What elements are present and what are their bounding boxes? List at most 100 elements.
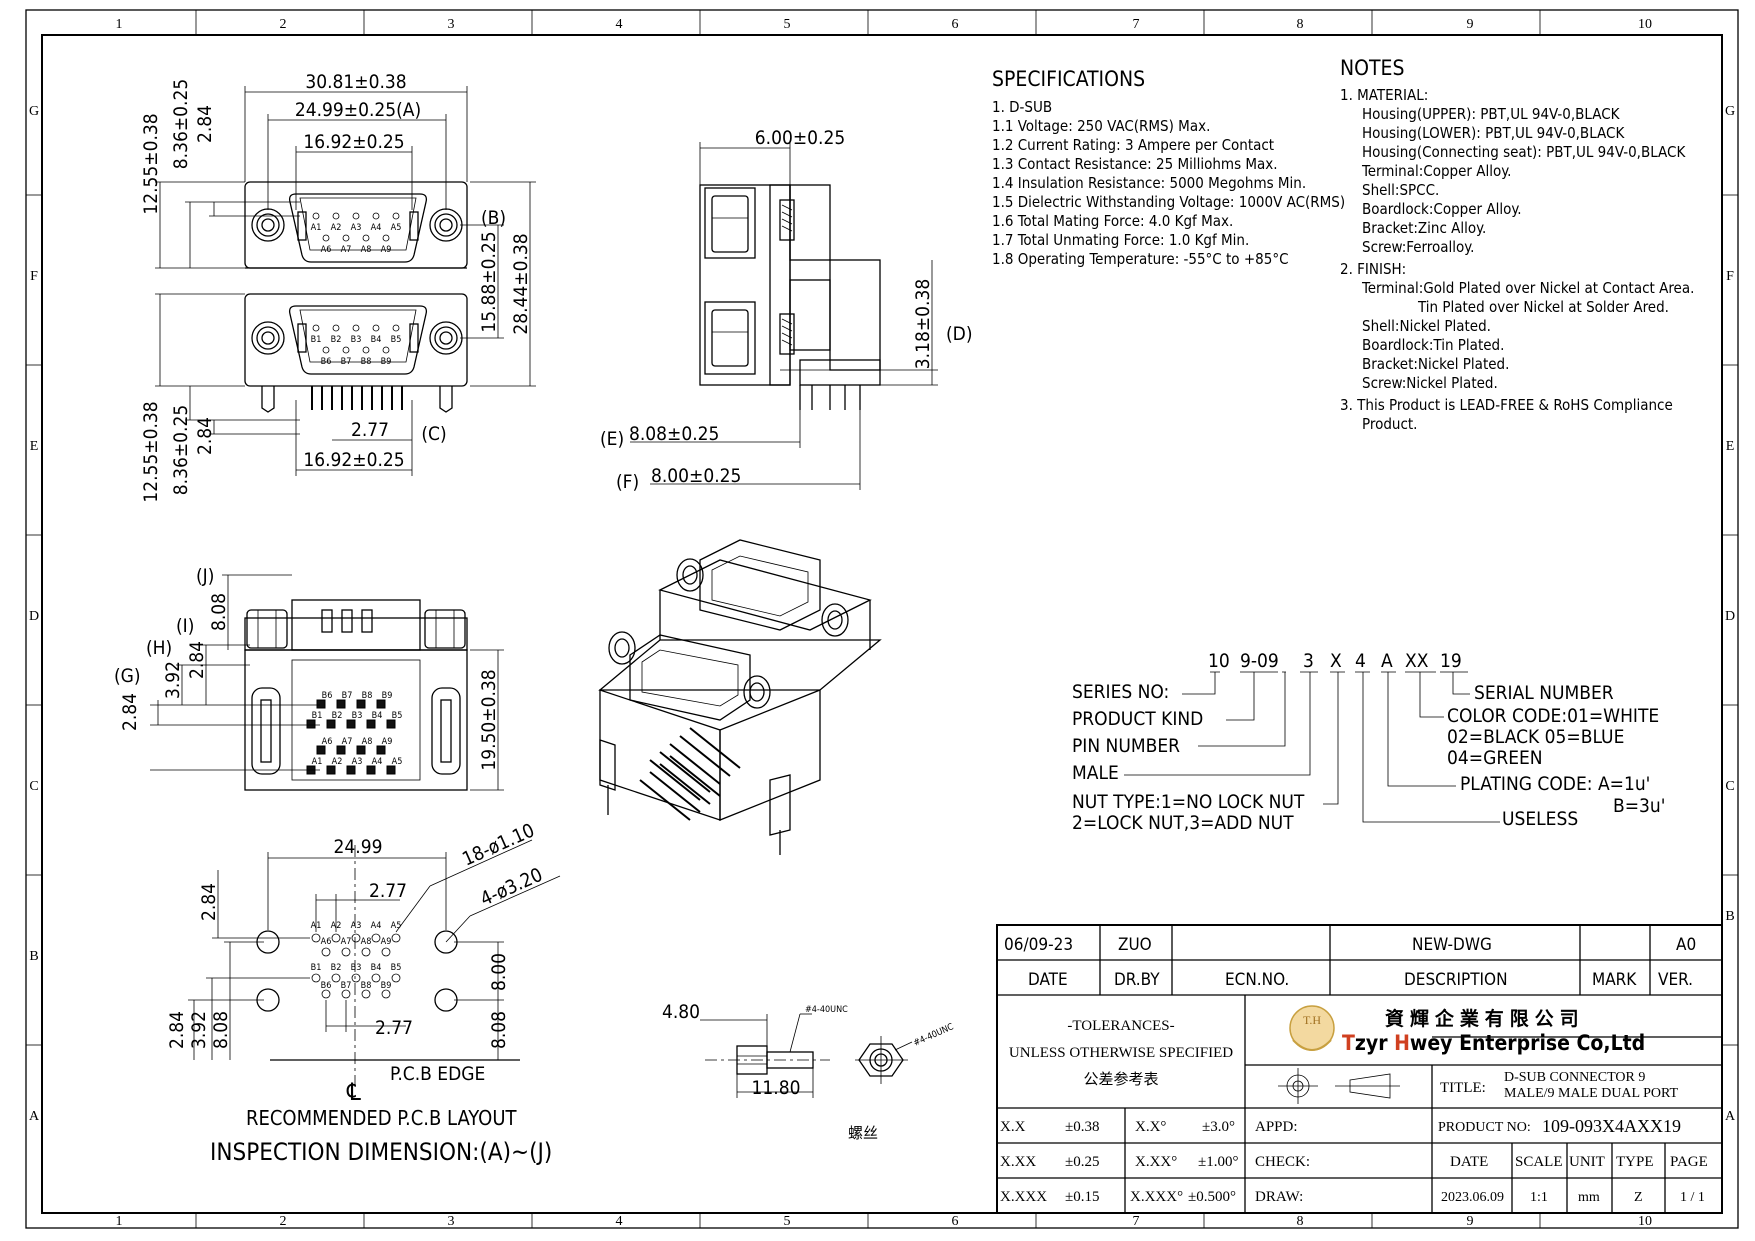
svg-text:P.C.B EDGE: P.C.B EDGE — [390, 1063, 485, 1085]
side-view — [699, 184, 881, 410]
svg-text:B8: B8 — [362, 691, 373, 701]
bottom-pins — [306, 699, 396, 775]
svg-text:RECOMMENDED P.C.B LAYOUT: RECOMMENDED P.C.B LAYOUT — [246, 1106, 518, 1130]
svg-text:X.X°: X.X° — [1135, 1119, 1166, 1135]
svg-text:UNIT: UNIT — [1569, 1154, 1605, 1170]
svg-text:(G): (G) — [114, 665, 141, 687]
side-dim-text: 6.00±0.25 3.18±0.38 (D) (E) 8.08±0.25 (F… — [600, 127, 973, 493]
svg-text:A5: A5 — [392, 757, 403, 767]
svg-text:X.XXX°: X.XXX° — [1130, 1189, 1183, 1205]
svg-text:B3: B3 — [351, 963, 362, 973]
svg-text:B7: B7 — [341, 981, 352, 991]
svg-text:G: G — [29, 104, 39, 119]
svg-text:A8: A8 — [361, 937, 372, 947]
inner-frame — [41, 34, 1723, 1214]
svg-text:30.81±0.38: 30.81±0.38 — [305, 71, 406, 93]
svg-text:3.92: 3.92 — [188, 1011, 210, 1049]
svg-text:Terminal:Gold Plated over N: Terminal:Gold Plated over Nickel at Cont… — [1361, 279, 1694, 297]
svg-text:PRODUCT NO:: PRODUCT NO: — [1438, 1120, 1531, 1135]
svg-text:(D): (D) — [946, 323, 973, 345]
svg-text:8: 8 — [1297, 17, 1304, 32]
svg-text:2.84: 2.84 — [186, 641, 208, 679]
svg-text:A9: A9 — [382, 737, 393, 747]
svg-text:9-09: 9-09 — [1240, 650, 1279, 672]
svg-text:A: A — [1725, 1109, 1736, 1124]
svg-text:4: 4 — [1355, 650, 1366, 672]
svg-text:A4: A4 — [371, 223, 382, 233]
svg-text:NUT TYPE:1=NO LOCK NUT: NUT TYPE:1=NO LOCK NUT — [1072, 791, 1305, 813]
svg-text:B7: B7 — [341, 357, 352, 367]
specifications: SPECIFICATIONS 1. D-SUB 1.1 Voltage: 250… — [992, 67, 1345, 268]
pcb-dim-text: 24.99 2.77 2.77 18-ø1.10 4-ø3.20 2.84 2.… — [166, 819, 552, 1166]
svg-text:A7: A7 — [341, 937, 352, 947]
svg-text:2: 2 — [280, 1214, 287, 1229]
svg-text:INSPECTION DIMENSION:(A)~(J): INSPECTION DIMENSION:(A)~(J) — [210, 1138, 552, 1166]
svg-text:B6: B6 — [321, 981, 332, 991]
svg-text:A2: A2 — [331, 223, 342, 233]
svg-text:B6: B6 — [321, 357, 332, 367]
svg-text:04=GREEN: 04=GREEN — [1447, 747, 1543, 769]
svg-text:A9: A9 — [381, 245, 392, 255]
svg-text:A0: A0 — [1676, 935, 1696, 955]
svg-text:B1: B1 — [311, 963, 322, 973]
screw-text: 4.80 11.80 #4-40UNC #4-40UNC 螺丝 — [662, 1001, 956, 1142]
bottom-dim-text: (J) 8.08 (I) 2.84 (H) 3.92 (G) 2.84 19.5… — [114, 565, 500, 771]
svg-text:B2: B2 — [331, 963, 342, 973]
svg-text:F: F — [1726, 269, 1734, 284]
svg-text:B1: B1 — [311, 335, 322, 345]
svg-text:B7: B7 — [342, 691, 353, 701]
svg-text:X.XXX: X.XXX — [1000, 1189, 1047, 1205]
svg-text:8.00±0.25: 8.00±0.25 — [651, 465, 741, 487]
svg-text:B8: B8 — [361, 357, 372, 367]
svg-text:1.7 Total Unmating Force:: 1.7 Total Unmating Force: 1.0 Kgf Min. — [992, 231, 1249, 249]
svg-text:B5: B5 — [391, 963, 402, 973]
svg-text:3: 3 — [448, 1214, 455, 1229]
svg-text:B=3u': B=3u' — [1613, 795, 1665, 817]
svg-text:B3: B3 — [351, 335, 362, 345]
pcb-dims — [188, 839, 561, 1061]
svg-text:06/09-23: 06/09-23 — [1004, 935, 1073, 955]
svg-text:1.6 Total Mating Force: 4.: 1.6 Total Mating Force: 4.0 Kgf Max. — [992, 212, 1233, 230]
svg-text:SERIES NO:: SERIES NO: — [1072, 681, 1169, 703]
svg-text:ECN.NO.: ECN.NO. — [1225, 970, 1289, 990]
svg-text:A8: A8 — [361, 245, 372, 255]
svg-text:1 / 1: 1 / 1 — [1680, 1190, 1705, 1205]
svg-text:7: 7 — [1133, 17, 1140, 32]
svg-text:B5: B5 — [391, 335, 402, 345]
company-logo: T.H — [1289, 1005, 1335, 1051]
svg-text:24.99: 24.99 — [334, 836, 383, 858]
svg-text:Tin Plated over Nickel at: Tin Plated over Nickel at Solder Ared. — [1417, 298, 1669, 316]
screw-detail — [700, 1013, 913, 1098]
svg-text:1.8 Operating Temperature:: 1.8 Operating Temperature: -55°C to +85°… — [992, 250, 1289, 268]
svg-text:C: C — [29, 779, 38, 794]
svg-text:(I): (I) — [176, 615, 194, 637]
svg-text:16.92±0.25: 16.92±0.25 — [303, 449, 404, 471]
svg-text:Bracket:Zinc Alloy.: Bracket:Zinc Alloy. — [1362, 219, 1486, 237]
svg-text:±3.0°: ±3.0° — [1202, 1119, 1235, 1135]
svg-text:TITLE:: TITLE: — [1440, 1080, 1486, 1096]
svg-text:3. This Product is LEAD-FR: 3. This Product is LEAD-FREE & RoHS Comp… — [1340, 396, 1673, 414]
svg-text:B5: B5 — [392, 711, 403, 721]
title-block: T.H — [996, 924, 1723, 1214]
svg-text:18-ø1.10: 18-ø1.10 — [459, 819, 538, 870]
svg-text:9: 9 — [1467, 17, 1474, 32]
svg-text:24.99±0.25(A): 24.99±0.25(A) — [295, 99, 421, 121]
svg-text:A1: A1 — [311, 223, 322, 233]
svg-text:3.92: 3.92 — [162, 661, 184, 699]
svg-text:1.5 Dielectric Withstanding: 1.5 Dielectric Withstanding Voltage: 100… — [992, 193, 1345, 211]
svg-text:Screw:Ferroalloy.: Screw:Ferroalloy. — [1362, 238, 1474, 256]
svg-text:1.1 Voltage: 250 VAC(RMS): 1.1 Voltage: 250 VAC(RMS) Max. — [992, 117, 1210, 135]
side-dims — [630, 142, 938, 490]
svg-text:XX: XX — [1405, 650, 1429, 672]
svg-text:MALE: MALE — [1072, 762, 1119, 784]
svg-text:A7: A7 — [342, 737, 353, 747]
svg-text:資 輝 企 業 有 限 公 司: 資 輝 企 業 有 限 公 司 — [1385, 1007, 1579, 1030]
svg-text:8.36±0.25: 8.36±0.25 — [170, 405, 192, 495]
svg-text:Housing(Connecting seat): PB: Housing(Connecting seat): PBT,UL 94V-0,B… — [1362, 143, 1686, 161]
svg-text:B9: B9 — [382, 691, 393, 701]
svg-text:Product.: Product. — [1362, 415, 1417, 433]
svg-text:MARK: MARK — [1592, 970, 1637, 990]
svg-text:Boardlock:Copper Alloy.: Boardlock:Copper Alloy. — [1362, 200, 1522, 218]
svg-text:±1.00°: ±1.00° — [1198, 1154, 1238, 1170]
